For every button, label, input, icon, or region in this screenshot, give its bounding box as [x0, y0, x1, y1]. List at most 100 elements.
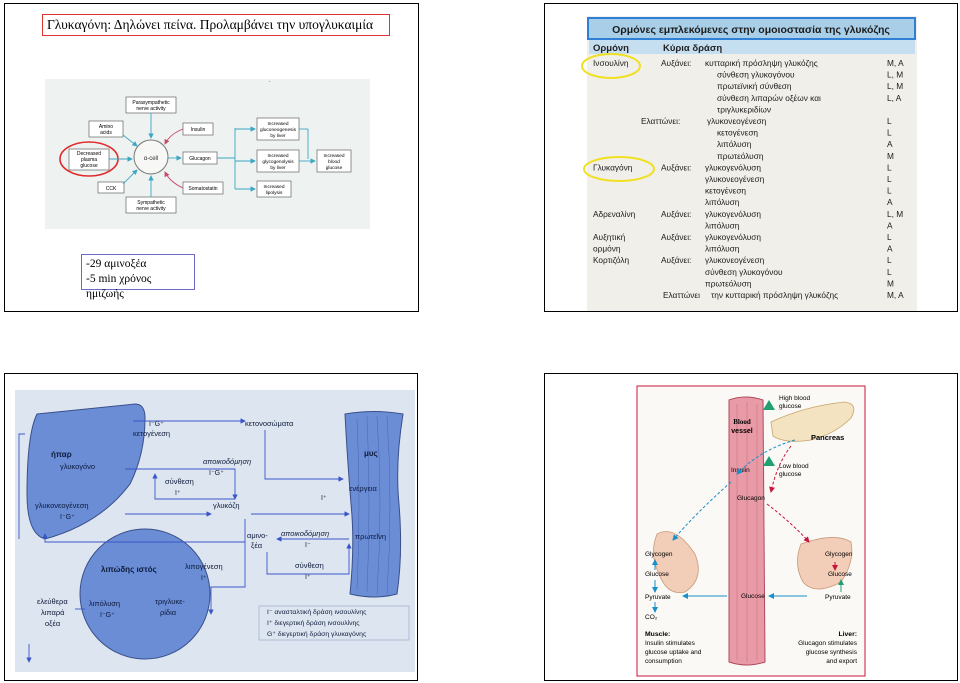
row-action: κετογένεση	[717, 128, 758, 138]
muscle-label: μυς	[364, 449, 378, 458]
liver-label: ήπαρ	[51, 450, 72, 459]
row-action: λιπόλυση	[705, 244, 740, 254]
header-action: Κύρια δράση	[663, 43, 722, 54]
legend-line3: G⁺ διεγερτική δράση γλυκαγόνης	[267, 630, 367, 638]
row-action: κετογένεση	[705, 186, 746, 196]
lipogenesis-mark: I⁺	[201, 575, 207, 582]
ketogenesis-mark: I⁻G⁺	[149, 421, 164, 428]
lipolysis-label: λιπόλυση	[89, 599, 120, 608]
low-glucose-icon	[763, 456, 775, 466]
synthesis1-mark: I⁺	[175, 490, 181, 497]
signal-arrows	[652, 439, 844, 613]
lipolysis-mark: I⁻G⁺	[100, 612, 115, 619]
somatostatin-label: Somatostatin	[188, 186, 217, 192]
slide-insulin-glucagon: Blood vessel Pancreas High blood glucose…	[544, 373, 958, 681]
breakdown2-label: αποικοδόμηση	[281, 529, 329, 538]
gluconeo-line3: by liver	[270, 133, 286, 139]
row-verb: Ελαττώνει	[663, 290, 700, 300]
row-code: A	[887, 139, 893, 149]
triglycerides-line2: ρίδια	[160, 608, 177, 617]
glucose-mid-label: Glucose	[741, 593, 765, 600]
liver-shape	[26, 403, 146, 540]
row-verb: Αυξάνει:	[661, 232, 691, 242]
row-hormone: Κορτιζόλη	[593, 255, 629, 265]
liver-caption-line3: and export	[826, 658, 857, 665]
metabolism-diagram: ήπαρ γλυκογόνο γλυκονεογένεση I⁻G⁺ μυς ε…	[15, 390, 415, 672]
liver-caption-line1: Glucagon stimulates	[798, 640, 858, 647]
row-hormone: Αυξητική	[593, 232, 626, 242]
liver-pyruvate: Pyruvate	[825, 594, 851, 601]
muscle-co2: CO₂	[645, 614, 658, 621]
row-action: λιπόλυση	[717, 139, 752, 149]
muscle-glycogen: Glycogen	[645, 551, 673, 558]
row-hormone: Αδρεναλίνη	[593, 209, 636, 219]
row-action: γλυκονεογένεση	[705, 174, 765, 184]
blood-glucose-line3: glucose	[326, 165, 343, 171]
protein-label: πρωτεΐνη	[355, 532, 386, 541]
high-glucose-line2: glucose	[779, 403, 802, 410]
slide-glucagon-overview: Γλυκαγόνη: Δηλώνει πείνα. Προλαμβάνει τη…	[4, 3, 419, 312]
free-fa-line1: ελεύθερα	[37, 597, 68, 606]
lipolysis-box	[256, 180, 292, 198]
insulin-highlight	[581, 53, 641, 79]
alpha-cell	[133, 139, 169, 175]
breakdown1-label: αποικοδόμηση	[203, 457, 251, 466]
notes-line2: -5 min χρόνος ημιζωής	[86, 273, 152, 300]
row-hormone: ορμόνη	[593, 244, 621, 254]
glucagon-label: Glucagon	[737, 495, 765, 502]
row-action: την κυτταρική πρόσληψη γλυκόζης	[711, 290, 838, 300]
row-action: σύνθεση λιπαρών οξέων και	[717, 93, 821, 103]
row-code: L	[887, 232, 892, 242]
table-title: Ορμόνες εμπλεκόμενες στην ομοιοστασία τη…	[612, 24, 890, 36]
lipolysis-line2: lipolysis	[266, 190, 283, 196]
free-fa-line2: λιπαρά	[41, 608, 65, 617]
breakdown2-mark: I⁻	[305, 542, 311, 549]
parasympathetic-line1: Parasympathetic	[132, 100, 170, 106]
synthesis2-label: σύνθεση	[295, 561, 324, 570]
blood-glucose-box	[316, 149, 352, 173]
lipogenesis-label: λιπογένεση	[185, 562, 223, 571]
muscle-shape	[344, 411, 404, 598]
insulin-glucagon-diagram: Blood vessel Pancreas High blood glucose…	[636, 385, 866, 677]
muscle-glucose: Glucose	[645, 571, 669, 578]
row-code: L, M	[887, 81, 903, 91]
ketone-bodies-label: κετονοσώματα	[245, 419, 294, 428]
hormone-table: Ορμόνες εμπλεκόμενες στην ομοιοστασία τη…	[581, 16, 917, 311]
metabolism-arrows	[18, 418, 352, 663]
gluconeo-line2: gluconeogenesis	[260, 127, 297, 133]
legend-line2: I⁺ διεγερτική δράση ινσουλίνης	[267, 619, 360, 627]
amino-line1: Amino	[99, 124, 113, 130]
high-glucose-line1: High blood	[779, 395, 810, 402]
low-glucose-line1: Low blood	[779, 463, 809, 470]
sympathetic-line1: Sympathetic	[137, 200, 165, 206]
row-code: Μ, Α	[887, 58, 904, 68]
row-hormone: Ινσουλίνη	[593, 58, 629, 68]
synthesis2-mark: I⁺	[305, 574, 311, 581]
low-glucose-line2: glucose	[779, 471, 802, 478]
glucagon-highlight	[583, 156, 655, 182]
glycogenolysis-line2: glycogenolysis	[262, 159, 294, 165]
adipose-label: λιπώδης ιστός	[101, 565, 157, 574]
glucose-label: γλυκόζη	[213, 501, 240, 510]
row-action: γλυκονεογένεση	[707, 116, 767, 126]
row-hormone: Γλυκαγόνη	[593, 162, 633, 172]
inhibit-arrows	[164, 128, 184, 189]
row-action: γλυκογενόλυση	[705, 209, 761, 219]
notes-line1: -29 αμινοξέα	[86, 258, 147, 270]
blood-glucose-line1: Increased	[323, 153, 344, 159]
row-verb: Αυξάνει:	[661, 162, 691, 172]
muscle-caption-title: Muscle:	[645, 631, 670, 638]
free-fa-line3: οξέα	[45, 619, 61, 628]
energy-label: ενέργεια	[349, 484, 377, 493]
vessel-line1: Blood	[733, 418, 751, 426]
liver-caption-title: Liver:	[838, 631, 857, 638]
vessel-line2: vessel	[731, 428, 752, 435]
row-code: L, M	[887, 70, 903, 80]
alpha-cell-diagram: α-cell Parasympathetic nerve activity Am…	[45, 78, 370, 229]
row-code: A	[887, 220, 893, 230]
row-action: γλυκογενόλυση	[705, 162, 761, 172]
glycogenolysis-line3: by liver	[270, 165, 286, 171]
row-action: σύνθεση γλυκογόνου	[705, 267, 783, 277]
gluconeo-mark: I⁻G⁺	[60, 514, 75, 521]
high-glucose-icon	[763, 400, 775, 410]
